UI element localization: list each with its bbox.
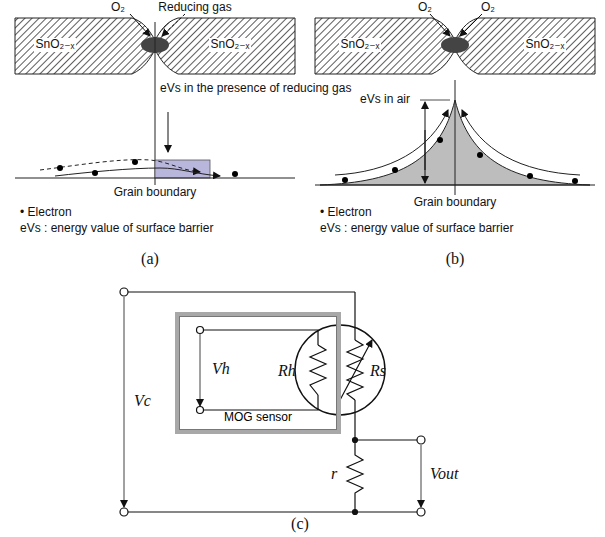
boundary-label: Grain boundary: [114, 186, 197, 200]
gas-label: O₂: [418, 1, 432, 15]
panel-caption: (b): [446, 250, 465, 268]
sensor-box: MOG sensor: [175, 312, 341, 434]
gas-label: O₂: [111, 1, 125, 15]
panel-caption: (c): [291, 515, 309, 533]
legend-text: • Electron: [20, 206, 72, 220]
resistor-symbol: Rh: [278, 362, 296, 380]
grain-b: [315, 18, 595, 74]
barrier-label: eVs in air: [360, 93, 410, 107]
legend-text: eVs : energy value of surface barrier: [20, 222, 213, 236]
material-label: SnO₂₋ₓ: [209, 38, 252, 52]
barrier-label: eVs in the presence of reducing gas: [160, 82, 351, 96]
legend-text: eVs : energy value of surface barrier: [320, 222, 513, 236]
legend-text: • Electron: [320, 206, 372, 220]
voltage-symbol: Vc: [134, 392, 151, 410]
resistor-symbol: r: [331, 465, 337, 483]
voltage-symbol: Vout: [430, 465, 458, 483]
gas-label: Reducing gas: [158, 1, 231, 15]
gas-label: O₂: [481, 1, 495, 15]
sensor-label: MOG sensor: [179, 410, 337, 424]
circuit: [120, 288, 425, 516]
boundary-label: Grain boundary: [414, 196, 497, 210]
panel-caption: (a): [141, 250, 159, 268]
resistor-symbol: Rs: [370, 362, 386, 380]
material-label: SnO₂₋ₓ: [339, 38, 382, 52]
material-label: SnO₂₋ₓ: [524, 38, 567, 52]
voltage-symbol: Vh: [212, 360, 230, 378]
material-label: SnO₂₋ₓ: [34, 38, 77, 52]
